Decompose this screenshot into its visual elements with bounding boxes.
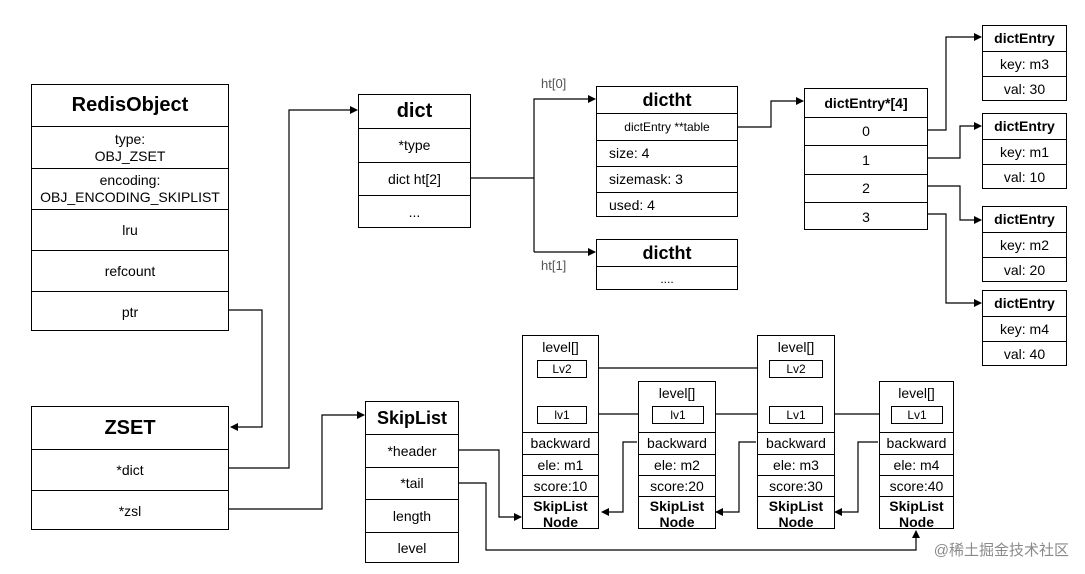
node-name: SkipList Node	[523, 496, 598, 530]
dictentry-val: val: 30	[983, 76, 1066, 102]
node-lv2-slot: Lv2	[769, 360, 823, 378]
dict-box: dict *type dict ht[2] ...	[358, 94, 471, 228]
lru-field: lru	[32, 209, 228, 250]
dictht0-title: dictht	[642, 89, 692, 110]
skiplist-title: SkipList	[376, 407, 447, 428]
node-ele-field: ele: m3	[758, 454, 834, 475]
table-slot-1: 1	[805, 145, 927, 174]
node-lv1-slot: Lv1	[891, 406, 943, 424]
dictentry-key: key: m3	[983, 51, 1066, 76]
node-lv1-slot: lv1	[537, 406, 587, 424]
dictentry-m1-box: dictEntry key: m1 val: 10	[982, 113, 1067, 189]
dictht1-box: dictht ....	[596, 239, 738, 290]
dictentry-table-title: dictEntry*[4]	[824, 94, 908, 111]
node-name-line2: Node	[778, 513, 814, 530]
dictentry-val: val: 10	[983, 164, 1066, 190]
node-name: SkipList Node	[639, 496, 715, 530]
dictentry-m3-box: dictEntry key: m3 val: 30	[982, 25, 1067, 101]
dictht0-box: dictht dictEntry **table size: 4 sizemas…	[596, 86, 738, 217]
dictht0-table-field: dictEntry **table	[597, 113, 737, 140]
dictentry-title: dictEntry	[994, 30, 1055, 46]
table-slot-2: 2	[805, 174, 927, 202]
ptr-field: ptr	[32, 291, 228, 332]
skiplist-node-m2: level[] lv1 backward ele: m2 score:20 Sk…	[638, 381, 716, 530]
skiplist-node-m3: level[] Lv2 Lv1 backward ele: m3 score:3…	[757, 335, 835, 530]
dictht1-more-field: ....	[597, 266, 737, 291]
redisobject-box: RedisObject type: OBJ_ZSET encoding: OBJ…	[31, 84, 229, 331]
zset-box: ZSET *dict *zsl	[31, 406, 229, 530]
node-backward-field: backward	[880, 432, 953, 454]
node-name-line2: Node	[543, 513, 578, 530]
zset-zsl-field: *zsl	[32, 490, 228, 531]
type-field: type: OBJ_ZSET	[32, 126, 228, 168]
node-score-field: score:10	[523, 475, 598, 496]
node-level-label: level[]	[898, 385, 935, 401]
node-level-label: level[]	[658, 385, 696, 401]
node-ele-field: ele: m2	[639, 454, 715, 475]
encoding-label: encoding:	[99, 172, 161, 188]
dictentry-title: dictEntry	[994, 295, 1055, 311]
skiplist-node-m4: level[] Lv1 backward ele: m4 score:40 Sk…	[879, 381, 954, 530]
dictentry-key: key: m1	[983, 139, 1066, 164]
node-name: SkipList Node	[758, 496, 834, 530]
dictht0-size-field: size: 4	[597, 140, 737, 166]
dictentry-title: dictEntry	[994, 118, 1055, 134]
node-score-field: score:20	[639, 475, 715, 496]
skiplist-box: SkipList *header *tail length level	[365, 401, 459, 563]
zset-title: ZSET	[104, 416, 156, 439]
encoding-field: encoding: OBJ_ENCODING_SKIPLIST	[32, 168, 228, 209]
node-name-line2: Node	[899, 513, 934, 530]
dict-more-field: ...	[359, 195, 470, 229]
table-slot-3: 3	[805, 202, 927, 231]
dictht0-sizemask-field: sizemask: 3	[597, 166, 737, 192]
skiplist-node-m1: level[] Lv2 lv1 backward ele: m1 score:1…	[522, 335, 599, 530]
refcount-field: refcount	[32, 250, 228, 291]
dictentry-m4-box: dictEntry key: m4 val: 40	[982, 290, 1067, 366]
table-slot-0: 0	[805, 117, 927, 145]
node-backward-field: backward	[758, 432, 834, 454]
node-name: SkipList Node	[880, 496, 953, 530]
node-name-line1: SkipList	[533, 497, 588, 514]
dictentry-title: dictEntry	[994, 211, 1055, 227]
node-backward-field: backward	[639, 432, 715, 454]
zset-dict-field: *dict	[32, 449, 228, 490]
encoding-value: OBJ_ENCODING_SKIPLIST	[40, 189, 220, 205]
node-score-field: score:40	[880, 475, 953, 496]
node-name-line1: SkipList	[649, 497, 705, 514]
dictht1-title: dictht	[642, 242, 692, 263]
dictentry-table-box: dictEntry*[4] 0 1 2 3	[804, 88, 928, 230]
node-lv1-slot: Lv1	[769, 406, 823, 424]
node-name-line2: Node	[659, 513, 695, 530]
dictht0-used-field: used: 4	[597, 192, 737, 218]
node-ele-field: ele: m1	[523, 454, 598, 475]
node-lv1-slot: lv1	[652, 406, 704, 424]
dict-type-field: *type	[359, 128, 470, 162]
watermark: @稀土掘金技术社区	[933, 542, 1069, 559]
redisobject-title: RedisObject	[71, 94, 189, 116]
skiplist-tail-field: *tail	[366, 467, 458, 499]
node-level-label: level[]	[777, 339, 815, 355]
type-label: type:	[114, 130, 146, 147]
node-lv2-slot: Lv2	[537, 360, 587, 378]
skiplist-level-field: level	[366, 532, 458, 564]
skiplist-length-field: length	[366, 499, 458, 532]
dictentry-key: key: m2	[983, 232, 1066, 257]
dict-ht-field: dict ht[2]	[359, 162, 470, 195]
node-score-field: score:30	[758, 475, 834, 496]
dictentry-m2-box: dictEntry key: m2 val: 20	[982, 206, 1067, 282]
dictentry-val: val: 20	[983, 257, 1066, 283]
ht1-label: ht[1]	[541, 258, 567, 273]
node-ele-field: ele: m4	[880, 454, 953, 475]
type-value: OBJ_ZSET	[94, 147, 166, 164]
node-name-line1: SkipList	[889, 497, 944, 514]
skiplist-header-field: *header	[366, 434, 458, 467]
node-name-line1: SkipList	[768, 497, 824, 514]
node-level-label: level[]	[542, 339, 579, 355]
dict-title: dict	[396, 100, 433, 122]
dictentry-key: key: m4	[983, 316, 1066, 341]
node-backward-field: backward	[523, 432, 598, 454]
dictentry-val: val: 40	[983, 341, 1066, 367]
ht0-label: ht[0]	[541, 76, 567, 91]
